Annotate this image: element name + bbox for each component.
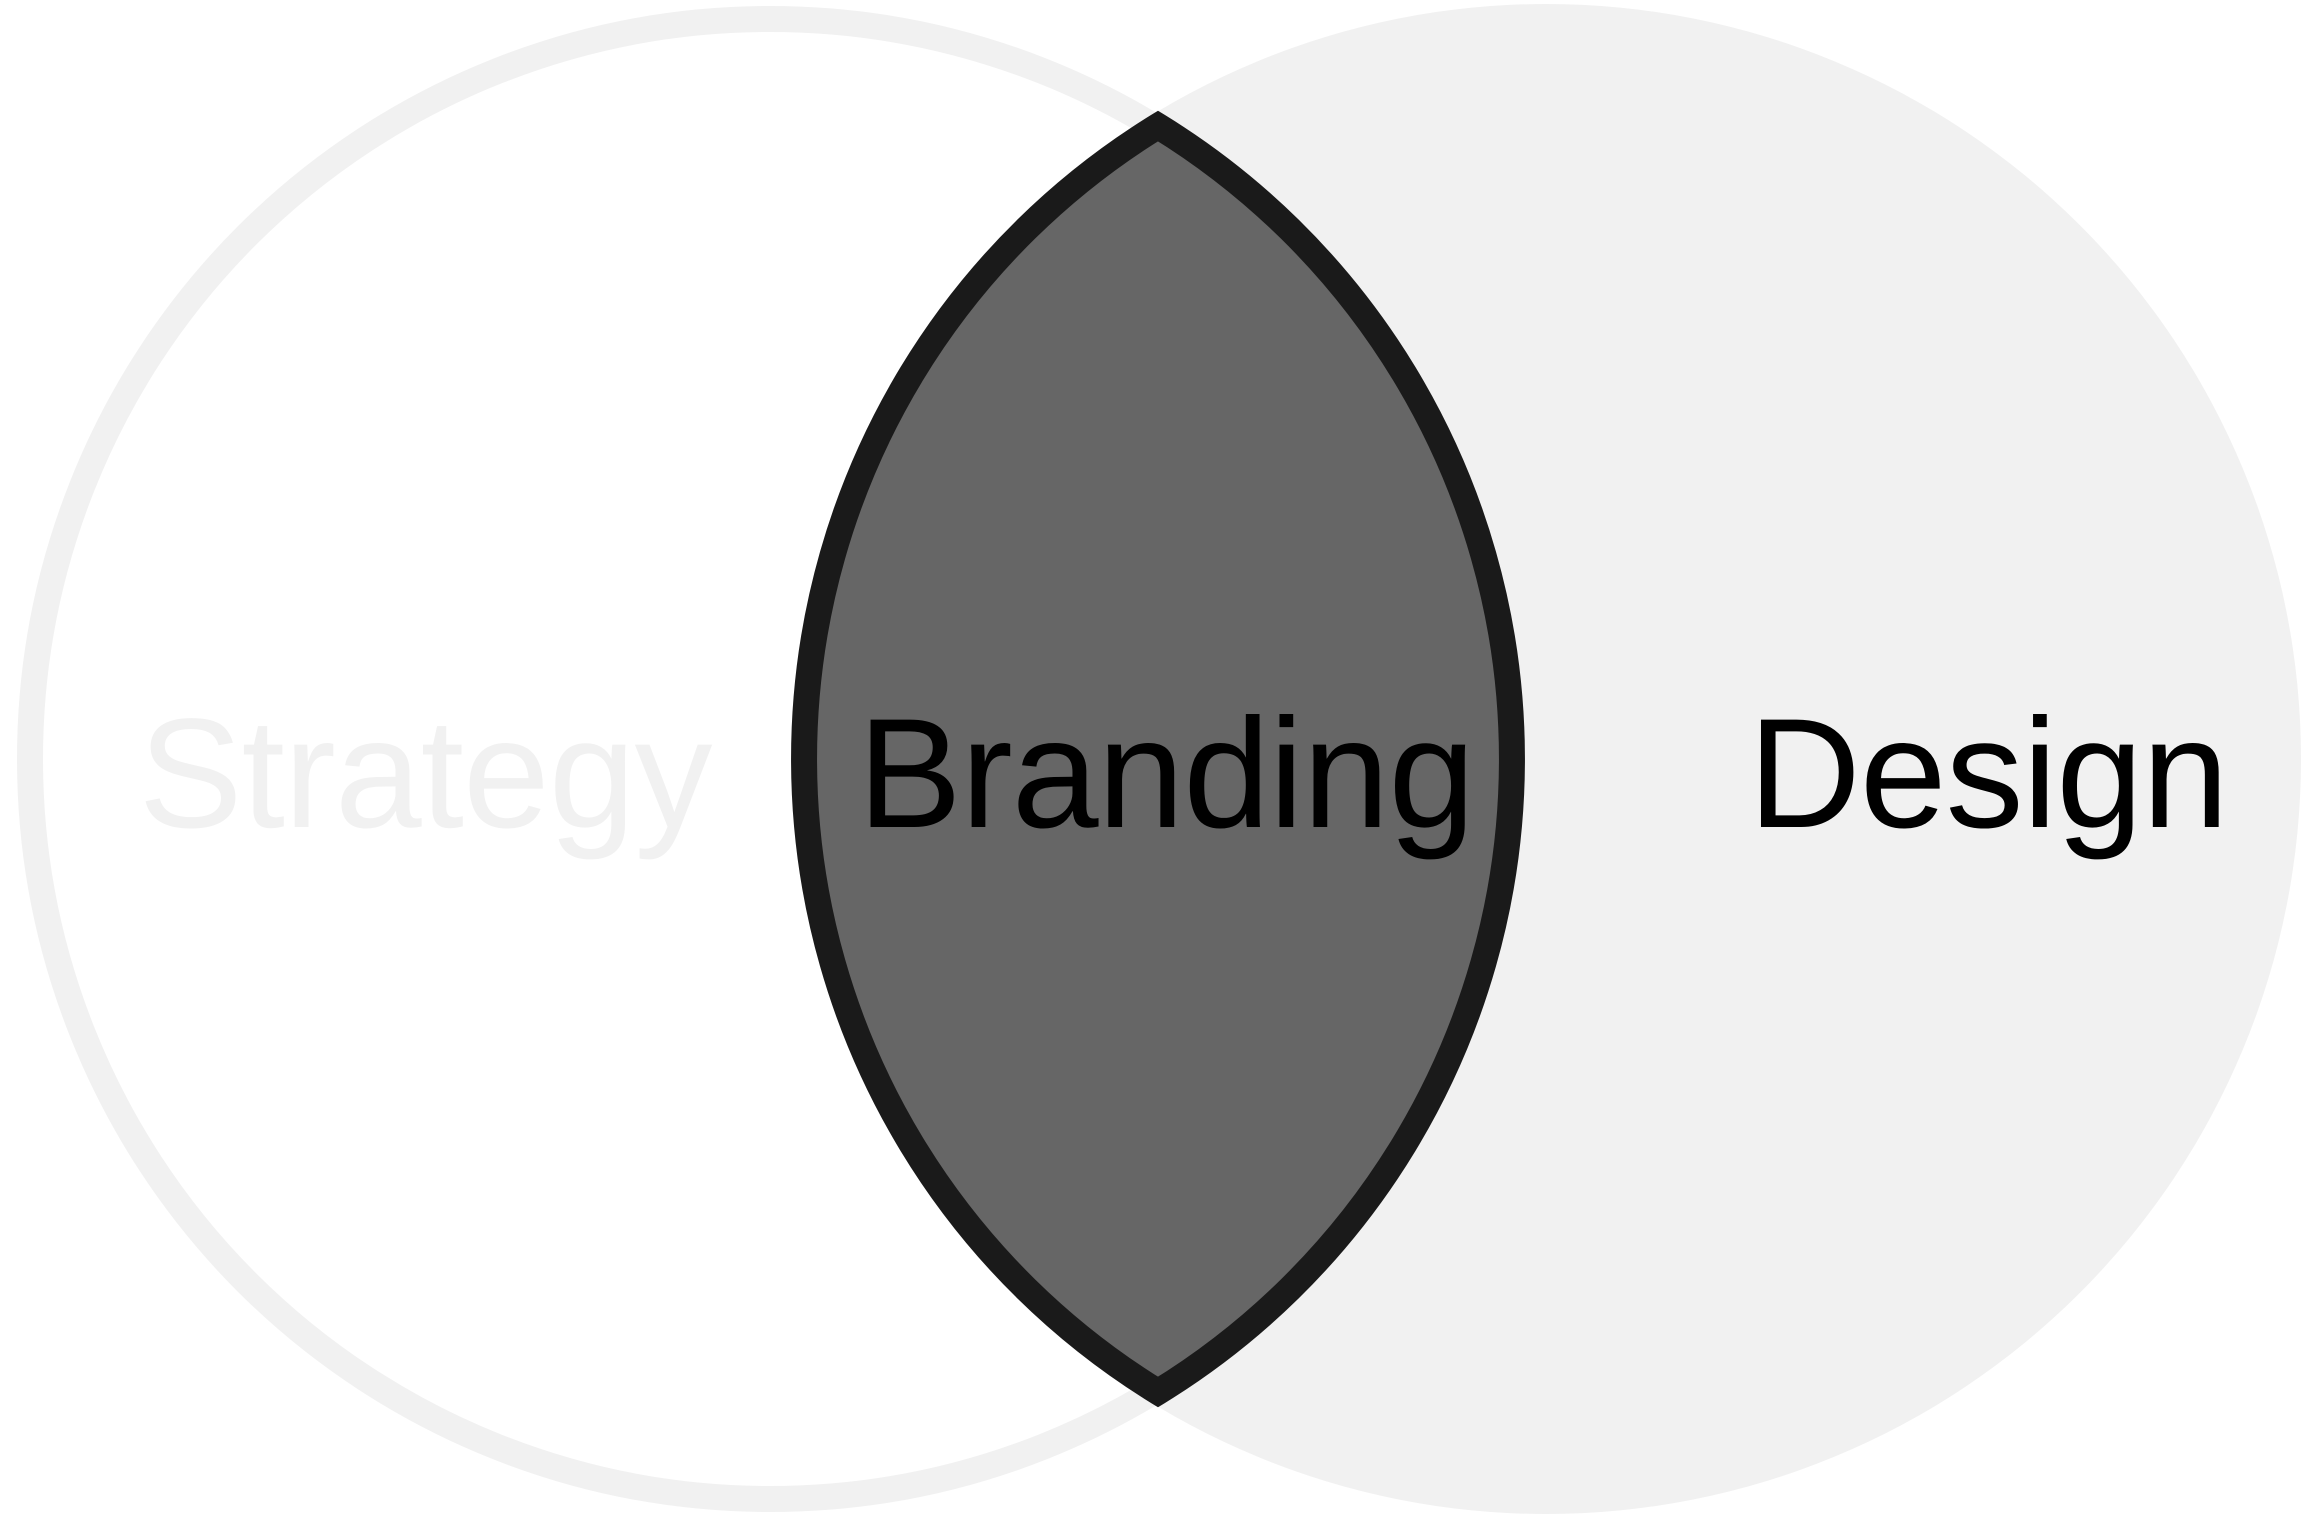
design-label: Design	[1748, 687, 2228, 861]
strategy-label: Strategy	[139, 687, 713, 861]
branding-intersection	[791, 110, 1525, 1408]
branding-label: Branding	[858, 687, 1474, 861]
